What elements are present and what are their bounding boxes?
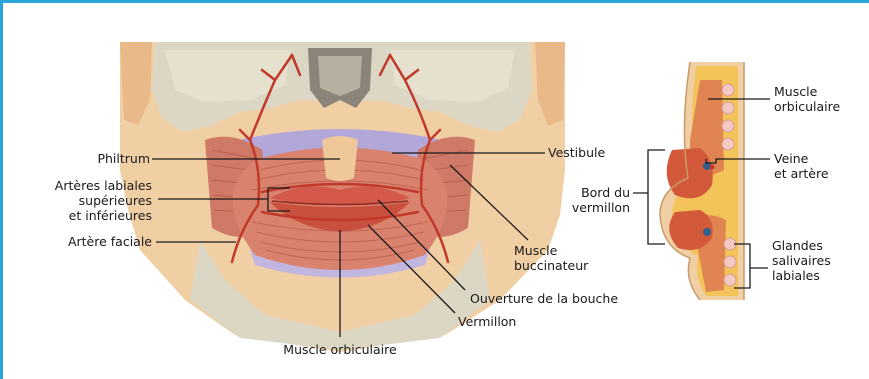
label-arteres-labiales-line1: Artères labiales <box>20 178 152 193</box>
label-glandes-line2: salivaires <box>772 253 831 268</box>
label-muscle-buccinateur-line2: buccinateur <box>514 258 588 273</box>
label-bord-vermillon: Bord du vermillon <box>560 185 630 215</box>
label-veine-artere-line2: et artère <box>774 166 829 181</box>
label-muscle-orbiculaire-right-line1: Muscle <box>774 84 840 99</box>
label-muscle-buccinateur: Muscle buccinateur <box>514 243 588 273</box>
label-glandes-line3: labiales <box>772 268 831 283</box>
label-bord-vermillon-line2: vermillon <box>560 200 630 215</box>
lip-cross-section <box>660 62 744 300</box>
label-glandes-line1: Glandes <box>772 238 831 253</box>
label-muscle-orbiculaire: Muscle orbiculaire <box>260 342 420 357</box>
label-ouverture-bouche: Ouverture de la bouche <box>470 291 618 306</box>
label-arteres-labiales: Artères labiales supérieures et inférieu… <box>20 178 152 223</box>
label-artere-faciale: Artère faciale <box>20 234 152 249</box>
label-muscle-buccinateur-line1: Muscle <box>514 243 588 258</box>
label-vestibule: Vestibule <box>548 145 605 160</box>
label-arteres-labiales-line2: supérieures <box>20 193 152 208</box>
gland-3 <box>724 274 736 286</box>
label-veine-artere-line1: Veine <box>774 151 829 166</box>
label-arteres-labiales-line3: et inférieures <box>20 208 152 223</box>
label-muscle-orbiculaire-right-line2: orbiculaire <box>774 99 840 114</box>
label-glandes-salivaires: Glandes salivaires labiales <box>772 238 831 283</box>
bord-vermillon-bracket <box>633 150 665 244</box>
label-vermillon: Vermillon <box>458 314 516 329</box>
gland-2 <box>724 256 736 268</box>
label-philtrum: Philtrum <box>40 151 150 166</box>
label-muscle-orbiculaire-right: Muscle orbiculaire <box>774 84 840 114</box>
label-veine-artere: Veine et artère <box>774 151 829 181</box>
label-bord-vermillon-line1: Bord du <box>560 185 630 200</box>
